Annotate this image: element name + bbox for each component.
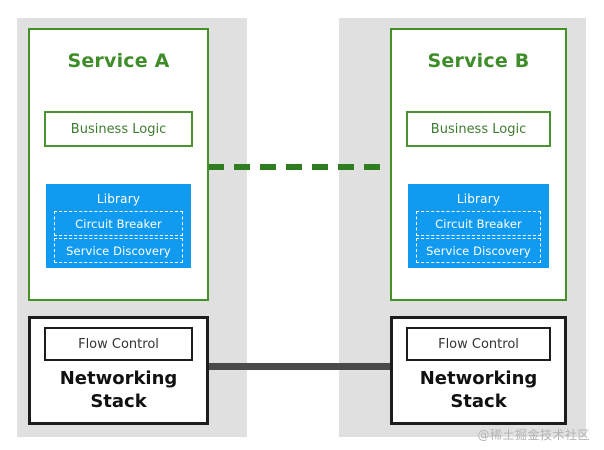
service-a-title: Service A: [67, 50, 170, 72]
service-a-circuit-breaker-box: Circuit Breaker: [54, 211, 183, 236]
service-a-library-title: Library: [96, 192, 141, 206]
service-b-networking-stack-line2: Stack: [450, 391, 507, 412]
service-a-box: Service A Business Logic Library Circuit…: [28, 28, 209, 301]
service-b-networking-stack-title: Networking Stack: [399, 367, 558, 413]
service-a-networking-stack-line1: Networking: [59, 368, 178, 389]
service-a-library-box: Library Circuit Breaker Service Discover…: [46, 184, 191, 268]
service-a-networking-stack-title: Networking Stack: [37, 367, 200, 413]
service-a-business-logic-label: Business Logic: [70, 121, 167, 137]
service-b-networking-stack-box: Flow Control Networking Stack: [390, 316, 567, 425]
service-a-circuit-breaker-label: Circuit Breaker: [75, 216, 162, 231]
service-b-circuit-breaker-label: Circuit Breaker: [435, 216, 522, 231]
service-a-flow-control-label: Flow Control: [78, 336, 159, 352]
service-b-flow-control-label: Flow Control: [438, 336, 519, 352]
service-a-business-logic-box: Business Logic: [44, 111, 193, 147]
service-b-business-logic-box: Business Logic: [406, 111, 551, 147]
service-b-library-title: Library: [456, 192, 501, 206]
service-b-service-discovery-label: Service Discovery: [426, 243, 531, 258]
service-a-networking-stack-line2: Stack: [90, 391, 147, 412]
service-a-service-discovery-label: Service Discovery: [66, 243, 171, 258]
service-b-title: Service B: [427, 50, 530, 72]
application-link-dashed-connector: [208, 164, 391, 170]
service-b-business-logic-label: Business Logic: [430, 121, 527, 137]
service-b-box: Service B Business Logic Library Circuit…: [390, 28, 567, 301]
service-a-flow-control-box: Flow Control: [44, 327, 193, 361]
service-a-service-discovery-box: Service Discovery: [54, 238, 183, 263]
service-b-flow-control-box: Flow Control: [406, 327, 551, 361]
service-b-circuit-breaker-box: Circuit Breaker: [416, 211, 541, 236]
service-b-service-discovery-box: Service Discovery: [416, 238, 541, 263]
network-link-solid-connector: [207, 363, 391, 370]
service-b-library-box: Library Circuit Breaker Service Discover…: [408, 184, 549, 268]
watermark-label: @稀土掘金技术社区: [477, 428, 590, 442]
service-a-networking-stack-box: Flow Control Networking Stack: [28, 316, 209, 425]
service-b-networking-stack-line1: Networking: [419, 368, 538, 389]
